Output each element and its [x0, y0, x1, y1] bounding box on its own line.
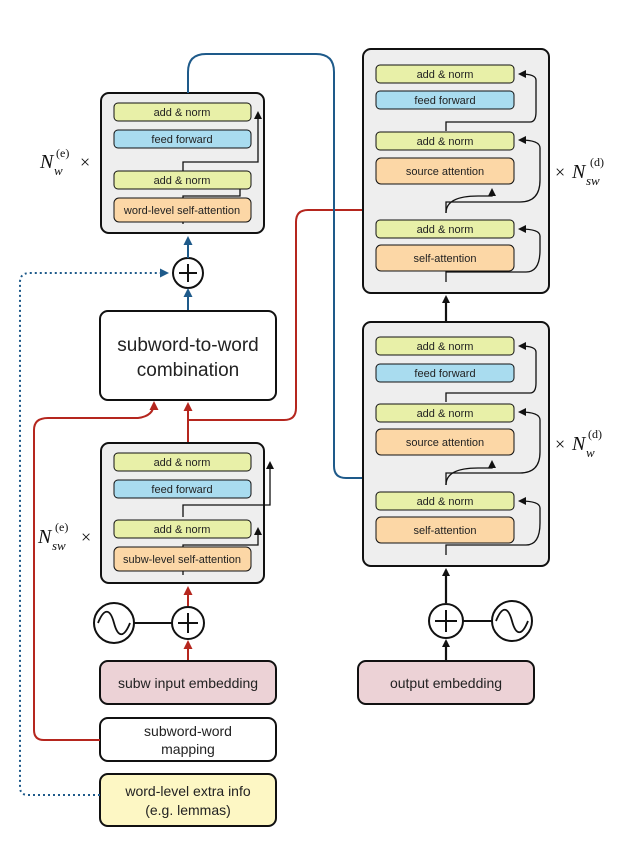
svg-text:N: N [39, 151, 55, 173]
encoder-word-addnorm-bottom-label: add & norm [154, 175, 211, 187]
encoder-word-attention [113, 197, 252, 223]
decoder-subword-repeat-label: × N sw (d) [555, 155, 604, 188]
decoder-subword-addnorm-3-label: add & norm [417, 224, 474, 236]
decoder-word-source-attention [375, 428, 515, 456]
decoder-subword-self-attention [375, 244, 515, 272]
svg-text:output embedding: output embedding [390, 675, 502, 691]
encoder-word-feedforward [113, 129, 252, 149]
output-embedding: output embedding [357, 660, 535, 705]
svg-text:×: × [80, 152, 90, 172]
encoder-subword-addnorm-bottom [113, 519, 252, 539]
decoder-subword-source-attention-label: source attention [406, 166, 484, 178]
svg-text:×: × [555, 434, 565, 454]
decoder-positional-sine [491, 600, 533, 642]
decoder-subword-addnorm-3 [375, 219, 515, 239]
decoder-subword-feedforward [375, 90, 515, 110]
encoder-subword-feedforward [113, 479, 252, 499]
decoder-word-addnorm-1-label: add & norm [417, 341, 474, 353]
encoder-subword-addnorm-bottom-label: add & norm [154, 524, 211, 536]
svg-text:mapping: mapping [161, 741, 215, 757]
word-level-extra-info: word-level extra info (e.g. lemmas) [99, 773, 277, 827]
decoder-subword-addnorm-2-label: add & norm [417, 136, 474, 148]
svg-text:w: w [586, 445, 595, 460]
svg-text:subw input embedding: subw input embedding [118, 675, 258, 691]
decoder-word-addnorm-1 [375, 336, 515, 356]
encoder-subword-attention-label: subw-level self-attention [123, 554, 241, 566]
decoder-input-plus-node [428, 603, 464, 639]
decoder-word-addnorm-2 [375, 403, 515, 423]
svg-text:N: N [37, 526, 53, 548]
decoder-subword-addnorm-2 [375, 131, 515, 151]
svg-text:sw: sw [586, 173, 600, 188]
encoder-word-addnorm-bottom [113, 170, 252, 190]
encoder-subword-attention [113, 546, 252, 572]
arrow-mapping-to-combination [33, 401, 159, 741]
encoder-word-addnorm-top-label: add & norm [154, 107, 211, 119]
decoder-subword-self-attention-label: self-attention [414, 253, 477, 265]
svg-text:(d): (d) [590, 155, 604, 169]
decoder-word-addnorm-3-label: add & norm [417, 496, 474, 508]
encoder-plus-node [172, 257, 204, 289]
decoder-word-self-attention-label: self-attention [414, 525, 477, 537]
svg-text:×: × [81, 527, 91, 547]
decoder-subword-addnorm-1 [375, 64, 515, 84]
decoder-word-repeat-label: × N w (d) [555, 427, 602, 460]
subw-input-embedding: subw input embedding [99, 660, 277, 705]
decoder-word-block: add & norm feed forward add & norm sourc… [362, 321, 550, 567]
subword-word-mapping: subword-word mapping [99, 717, 277, 762]
svg-text:×: × [555, 162, 565, 182]
svg-text:(e.g. lemmas): (e.g. lemmas) [145, 802, 231, 818]
svg-text:subword-word: subword-word [144, 723, 232, 739]
svg-text:N: N [571, 161, 587, 183]
encoder-word-repeat-label: N w (e) × [39, 146, 90, 178]
decoder-word-self-attention [375, 516, 515, 544]
decoder-subword-source-attention [375, 157, 515, 185]
encoder-subword-feedforward-label: feed forward [151, 484, 212, 496]
svg-text:(d): (d) [588, 427, 602, 441]
encoder-word-block: add & norm feed forward add & norm word-… [100, 92, 265, 234]
subword-to-word-combination: subword-to-word combination [99, 310, 277, 401]
encoder-input-plus-node [171, 606, 205, 640]
svg-text:sw: sw [52, 538, 66, 553]
decoder-word-addnorm-3 [375, 491, 515, 511]
decoder-subword-feedforward-label: feed forward [414, 95, 475, 107]
arrow-extra-info-to-plus [19, 268, 169, 796]
decoder-word-addnorm-2-label: add & norm [417, 408, 474, 420]
encoder-subword-repeat-label: N sw (e) × [37, 520, 91, 553]
decoder-subword-addnorm-1-label: add & norm [417, 69, 474, 81]
svg-text:(e): (e) [55, 520, 68, 534]
svg-text:N: N [571, 433, 587, 455]
decoder-word-source-attention-label: source attention [406, 437, 484, 449]
encoder-word-attention-label: word-level self-attention [123, 205, 240, 217]
svg-text:w: w [54, 163, 63, 178]
encoder-word-addnorm-top [113, 102, 252, 122]
encoder-subword-block: add & norm feed forward add & norm subw-… [100, 442, 274, 584]
decoder-word-feedforward [375, 363, 515, 383]
encoder-positional-sine [93, 602, 135, 644]
encoder-subword-addnorm-top-label: add & norm [154, 457, 211, 469]
svg-text:(e): (e) [56, 146, 69, 160]
svg-text:subword-to-word: subword-to-word [117, 335, 259, 356]
decoder-subword-block: add & norm feed forward add & norm sourc… [362, 48, 550, 294]
encoder-word-feedforward-label: feed forward [151, 134, 212, 146]
svg-text:word-level extra info: word-level extra info [124, 783, 250, 799]
svg-text:combination: combination [137, 360, 239, 381]
encoder-subword-addnorm-top [113, 452, 252, 472]
decoder-word-feedforward-label: feed forward [414, 368, 475, 380]
